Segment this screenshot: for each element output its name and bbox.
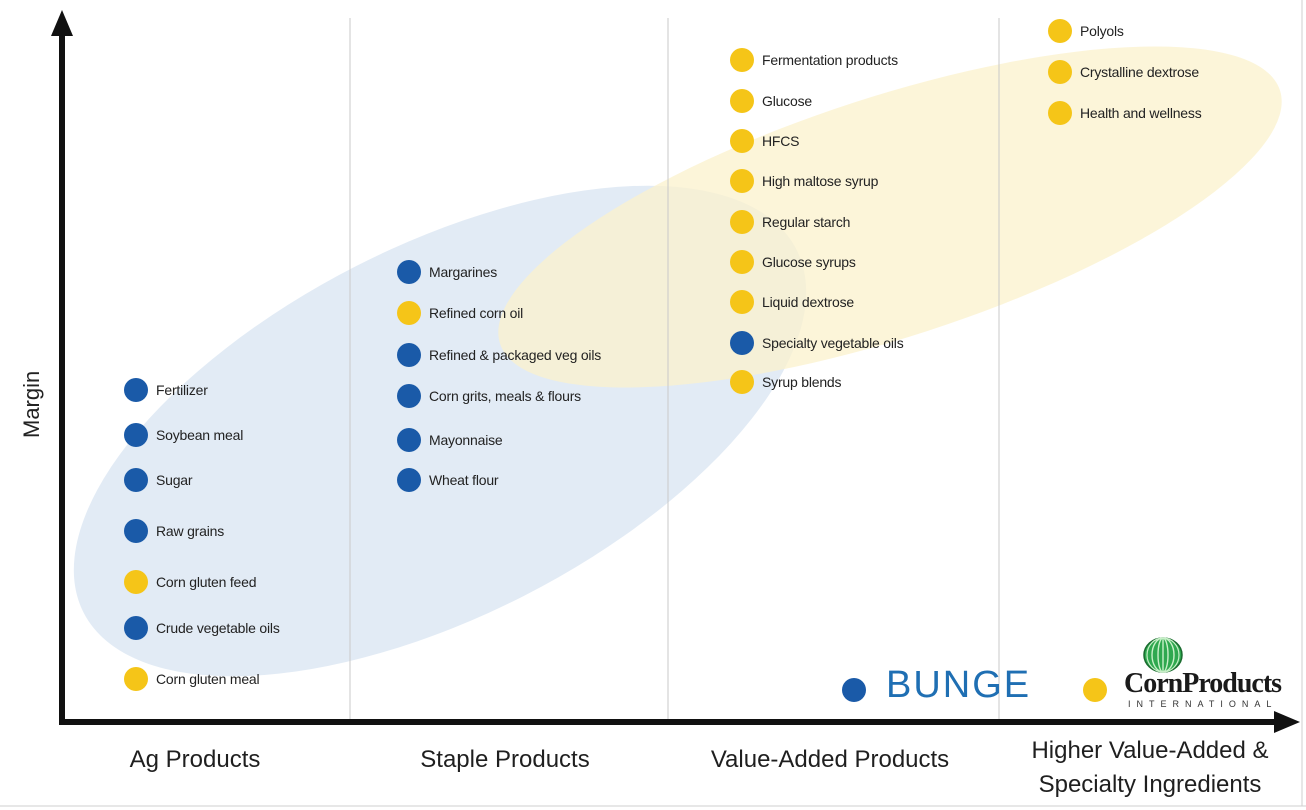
list-item: Fertilizer — [124, 375, 208, 405]
bunge-dot — [397, 384, 421, 408]
item-label: Specialty vegetable oils — [762, 335, 904, 351]
corn-products-region — [498, 46, 1282, 388]
bunge-dot — [124, 423, 148, 447]
list-item: Refined & packaged veg oils — [397, 340, 601, 370]
list-item: Syrup blends — [730, 367, 842, 397]
corn-products-dot — [730, 169, 754, 193]
list-item: HFCS — [730, 126, 800, 156]
item-label: Corn gluten feed — [156, 574, 257, 590]
list-item: Corn gluten feed — [124, 567, 257, 597]
item-label: Glucose — [762, 93, 812, 109]
category-specialty-line1: Higher Value-Added & — [1031, 737, 1269, 764]
item-label: Sugar — [156, 472, 193, 488]
bunge-dot — [124, 519, 148, 543]
item-label: Glucose syrups — [762, 254, 856, 270]
list-item: Corn gluten meal — [124, 664, 260, 694]
item-label: Fertilizer — [156, 382, 208, 398]
list-item: Soybean meal — [124, 420, 243, 450]
list-item: Polyols — [1048, 16, 1124, 46]
bunge-dot — [124, 468, 148, 492]
corn-products-dot — [730, 89, 754, 113]
y-axis-arrow — [51, 10, 73, 36]
bunge-dot — [397, 428, 421, 452]
item-label: Health and wellness — [1080, 105, 1202, 121]
list-item: Wheat flour — [397, 465, 499, 495]
item-label: Soybean meal — [156, 427, 244, 443]
corn-products-dot — [1048, 19, 1072, 43]
corn-products-globe-icon — [1143, 637, 1183, 673]
bunge-legend-dot — [842, 678, 866, 702]
item-label: High maltose syrup — [762, 173, 879, 189]
list-item: Specialty vegetable oils — [730, 328, 904, 358]
list-item: Sugar — [124, 465, 193, 495]
corn-products-dot — [730, 290, 754, 314]
corn-products-dot — [397, 301, 421, 325]
bunge-logo: BUNGE — [886, 664, 1032, 706]
category-value-added-products: Value-Added Products — [710, 746, 950, 773]
category-specialty-line2: Specialty Ingredients — [1038, 771, 1262, 798]
corn-products-dot — [1048, 101, 1072, 125]
list-item: Raw grains — [124, 516, 224, 546]
item-label: Regular starch — [762, 214, 851, 230]
item-label: Crude vegetable oils — [156, 620, 280, 636]
bunge-dot — [124, 616, 148, 640]
list-item: Glucose — [730, 86, 812, 116]
item-label: Corn gluten meal — [156, 671, 260, 687]
y-axis-label: Margin — [19, 370, 44, 438]
item-label: Wheat flour — [429, 472, 499, 488]
category-staple-products: Staple Products — [420, 746, 590, 773]
corn-products-dot — [124, 667, 148, 691]
list-item: Health and wellness — [1048, 98, 1202, 128]
corn-products-dot — [124, 570, 148, 594]
item-label: Corn grits, meals & flours — [429, 388, 581, 404]
corn-products-dot — [730, 370, 754, 394]
corn-products-dot — [1048, 60, 1072, 84]
item-label: Polyols — [1080, 23, 1124, 39]
bunge-dot — [397, 468, 421, 492]
list-item: Regular starch — [730, 207, 850, 237]
corn-products-dot — [730, 129, 754, 153]
corn-products-dot — [730, 210, 754, 234]
corn-products-legend-dot — [1083, 678, 1107, 702]
corn-products-logo: CornProducts — [1124, 668, 1282, 699]
corn-products-dot — [730, 48, 754, 72]
item-label: Fermentation products — [762, 52, 898, 68]
item-label: Refined corn oil — [429, 305, 524, 321]
corn-products-logo-subtitle: INTERNATIONAL — [1128, 699, 1278, 709]
list-item: Margarines — [397, 257, 497, 287]
bunge-dot — [730, 331, 754, 355]
item-label: Crystalline dextrose — [1080, 64, 1199, 80]
list-item: Liquid dextrose — [730, 287, 854, 317]
item-label: Refined & packaged veg oils — [429, 347, 602, 363]
list-item: Refined corn oil — [397, 298, 523, 328]
item-label: Liquid dextrose — [762, 294, 854, 310]
item-label: Mayonnaise — [429, 432, 503, 448]
item-label: Margarines — [429, 264, 498, 280]
list-item: Mayonnaise — [397, 425, 503, 455]
item-label: Syrup blends — [762, 374, 842, 390]
category-specialty-ingredients: Higher Value-Added & Specialty Ingredien… — [1000, 734, 1300, 802]
bunge-dot — [397, 260, 421, 284]
item-label: HFCS — [762, 133, 800, 149]
list-item: Corn grits, meals & flours — [397, 381, 581, 411]
x-axis-arrow — [1274, 711, 1300, 733]
category-ag-products: Ag Products — [129, 746, 261, 773]
bunge-dot — [124, 378, 148, 402]
list-item: Crude vegetable oils — [124, 613, 280, 643]
corn-products-dot — [730, 250, 754, 274]
list-item: High maltose syrup — [730, 166, 878, 196]
list-item: Fermentation products — [730, 45, 898, 75]
list-item: Glucose syrups — [730, 247, 856, 277]
item-label: Raw grains — [156, 523, 225, 539]
list-item: Crystalline dextrose — [1048, 57, 1199, 87]
bunge-dot — [397, 343, 421, 367]
